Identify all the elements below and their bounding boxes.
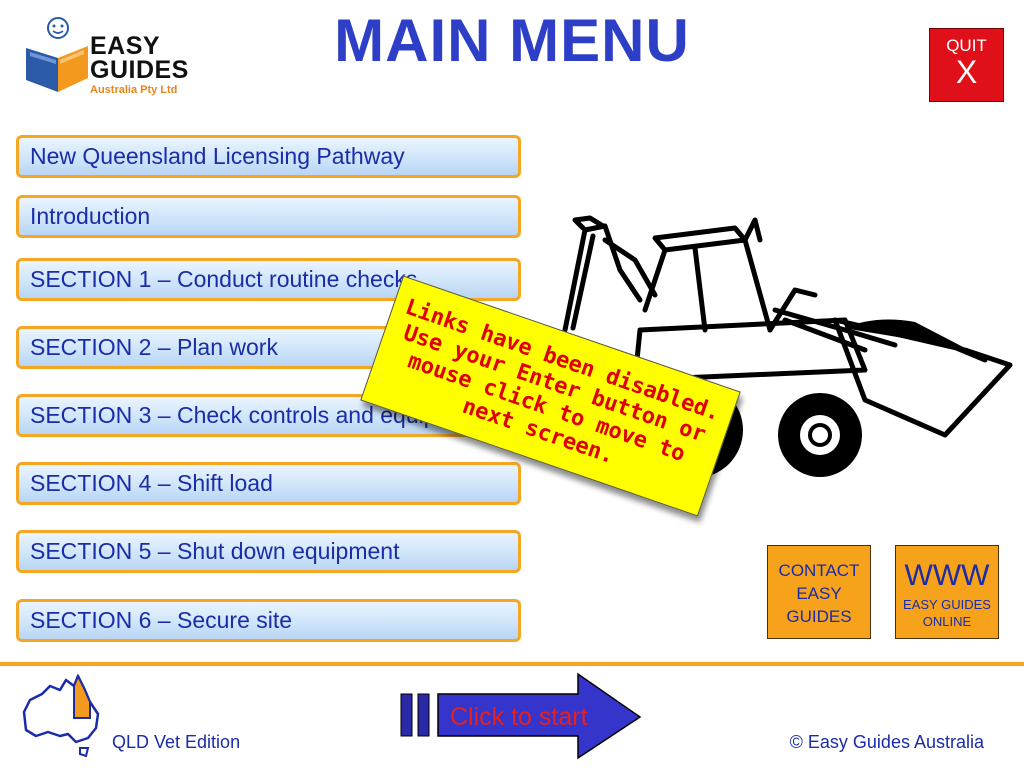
logo-line-guides: GUIDES xyxy=(90,56,189,84)
logo-line-company: Australia Pty Ltd xyxy=(90,84,178,96)
menu-item-licensing-pathway[interactable]: New Queensland Licensing Pathway xyxy=(16,135,521,178)
easy-guides-online-button[interactable]: WWW EASY GUIDES ONLINE xyxy=(895,545,999,639)
www-line-3: ONLINE xyxy=(922,614,972,629)
copyright-text: © Easy Guides Australia xyxy=(789,732,984,752)
contact-line-3: GUIDES xyxy=(786,607,852,626)
page-title: MAIN MENU xyxy=(334,7,690,74)
menu-item-section-6[interactable]: SECTION 6 – Secure site xyxy=(16,599,521,642)
logo-line-easy: EASY xyxy=(90,32,161,60)
quit-button[interactable]: QUIT X xyxy=(929,28,1004,102)
contact-line-2: EASY xyxy=(796,584,842,603)
footer-divider xyxy=(0,662,1024,666)
click-to-start-label[interactable]: Click to start xyxy=(450,703,588,731)
start-arrow-button[interactable] xyxy=(398,672,643,760)
www-line-2: EASY GUIDES xyxy=(903,597,991,612)
close-icon: X xyxy=(955,54,978,90)
contact-line-1: CONTACT xyxy=(778,561,860,580)
menu-item-section-4[interactable]: SECTION 4 – Shift load xyxy=(16,462,521,505)
logo-text: EASY GUIDES Australia Pty Ltd xyxy=(90,32,189,97)
menu-item-section-5[interactable]: SECTION 5 – Shut down equipment xyxy=(16,530,521,573)
menu-item-introduction[interactable]: Introduction xyxy=(16,195,521,238)
edition-label: QLD Vet Edition xyxy=(112,732,241,752)
www-label: WWW xyxy=(904,559,990,592)
australia-map-icon xyxy=(22,673,100,758)
quit-label: QUIT xyxy=(946,36,987,55)
smiley-book-icon xyxy=(26,17,88,92)
contact-easy-guides-button[interactable]: CONTACT EASY GUIDES xyxy=(767,545,871,639)
easy-guides-logo: EASY GUIDES Australia Pty Ltd xyxy=(22,14,197,96)
